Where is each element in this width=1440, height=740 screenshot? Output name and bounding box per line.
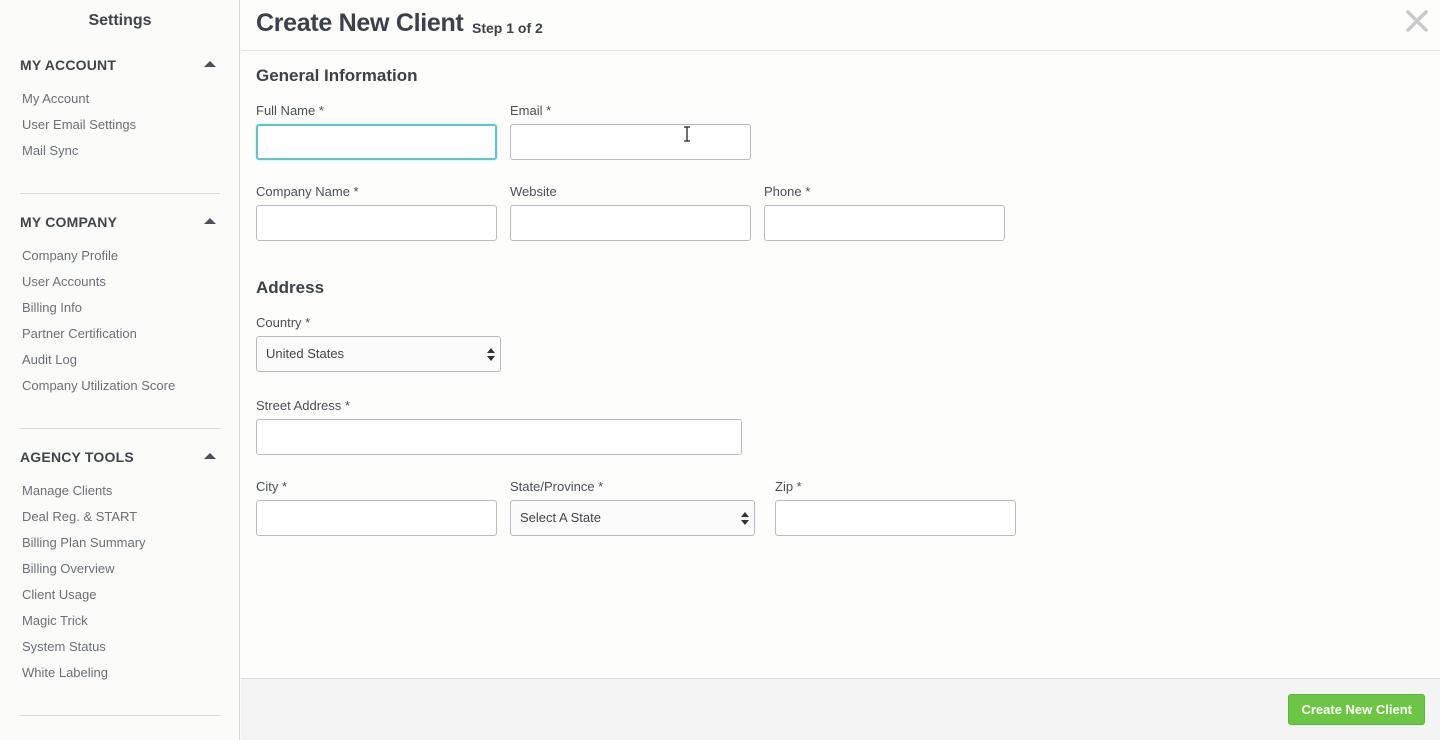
- section-label: AGENCY TOOLS: [20, 449, 134, 465]
- zip-label: Zip *: [775, 479, 802, 494]
- sidebar-item-billing-info[interactable]: Billing Info: [22, 300, 82, 315]
- close-button[interactable]: [1402, 6, 1432, 36]
- sidebar-item-user-accounts[interactable]: User Accounts: [22, 274, 106, 289]
- sidebar-item-billing-overview[interactable]: Billing Overview: [22, 561, 115, 576]
- website-field: Website: [510, 183, 751, 241]
- street-address-field: Street Address *: [256, 397, 742, 455]
- state-select-value: Select A State: [520, 510, 601, 525]
- section-header-my-account[interactable]: MY ACCOUNT: [0, 57, 240, 77]
- step-indicator: Step 1 of 2: [472, 20, 543, 36]
- full-name-label: Full Name *: [256, 103, 324, 118]
- phone-label: Phone *: [764, 184, 811, 199]
- country-label: Country *: [256, 315, 311, 330]
- sidebar-item-company-utilization-score[interactable]: Company Utilization Score: [22, 378, 176, 393]
- collapse-caret-icon[interactable]: [204, 453, 216, 459]
- email-input[interactable]: [510, 124, 751, 160]
- settings-sidebar: Settings MY ACCOUNT My Account User Emai…: [0, 0, 240, 740]
- email-label: Email *: [510, 103, 552, 118]
- website-label: Website: [510, 184, 557, 199]
- city-input[interactable]: [256, 500, 497, 536]
- sidebar-item-user-email-settings[interactable]: User Email Settings: [22, 117, 137, 132]
- select-arrows-icon: [741, 512, 749, 526]
- select-arrows-icon: [487, 348, 495, 362]
- page-title: Create New Client: [256, 9, 464, 37]
- city-field: City *: [256, 478, 497, 536]
- city-label: City *: [256, 479, 288, 494]
- country-field: Country * United States: [256, 314, 501, 372]
- section-header-agency-tools[interactable]: AGENCY TOOLS: [0, 449, 240, 469]
- state-label: State/Province *: [510, 479, 604, 494]
- sidebar-divider: [20, 428, 220, 429]
- modal-footer: Create New Client: [241, 678, 1440, 740]
- sidebar-item-client-usage[interactable]: Client Usage: [22, 587, 97, 602]
- company-name-input[interactable]: [256, 205, 497, 241]
- modal-header: Create New Client Step 1 of 2: [241, 0, 1440, 51]
- sidebar-item-partner-certification[interactable]: Partner Certification: [22, 326, 137, 341]
- phone-input[interactable]: [764, 205, 1005, 241]
- sidebar-item-billing-plan-summary[interactable]: Billing Plan Summary: [22, 535, 146, 550]
- section-label: MY COMPANY: [20, 214, 118, 230]
- sidebar-title: Settings: [88, 12, 152, 29]
- text-cursor-icon: [682, 126, 692, 142]
- company-name-label: Company Name *: [256, 184, 359, 199]
- country-select[interactable]: United States: [256, 336, 501, 372]
- create-new-client-button[interactable]: Create New Client: [1288, 694, 1425, 725]
- sidebar-item-deal-reg-start[interactable]: Deal Reg. & START: [22, 509, 138, 524]
- phone-field: Phone *: [764, 183, 1005, 241]
- country-select-value: United States: [266, 346, 345, 361]
- street-address-label: Street Address *: [256, 398, 350, 413]
- full-name-field: Full Name *: [256, 102, 497, 160]
- close-icon[interactable]: [1402, 6, 1432, 36]
- section-agency-tools: AGENCY TOOLS Manage Clients Deal Reg. & …: [0, 449, 240, 686]
- section-header-my-company[interactable]: MY COMPANY: [0, 214, 240, 234]
- section-title-address: Address: [256, 278, 325, 297]
- sidebar-item-manage-clients[interactable]: Manage Clients: [22, 483, 113, 498]
- sidebar-item-magic-trick[interactable]: Magic Trick: [22, 613, 88, 628]
- state-field: State/Province * Select A State: [510, 478, 755, 536]
- sidebar-item-system-status[interactable]: System Status: [22, 639, 106, 654]
- street-address-input[interactable]: [256, 419, 742, 455]
- sidebar-item-mail-sync[interactable]: Mail Sync: [22, 143, 79, 158]
- state-select[interactable]: Select A State: [510, 500, 755, 536]
- sidebar-divider: [20, 193, 220, 194]
- section-label: MY ACCOUNT: [20, 57, 117, 73]
- section-my-account: MY ACCOUNT My Account User Email Setting…: [0, 57, 240, 164]
- email-field: Email *: [510, 102, 751, 160]
- sidebar-item-my-account[interactable]: My Account: [22, 91, 90, 106]
- website-input[interactable]: [510, 205, 751, 241]
- company-name-field: Company Name *: [256, 183, 497, 241]
- sidebar-item-audit-log[interactable]: Audit Log: [22, 352, 77, 367]
- zip-field: Zip *: [775, 478, 1016, 536]
- sidebar-divider: [20, 715, 220, 716]
- section-my-company: MY COMPANY Company Profile User Accounts…: [0, 214, 240, 399]
- full-name-input[interactable]: [256, 124, 497, 160]
- sidebar-item-white-labeling[interactable]: White Labeling: [22, 665, 108, 680]
- section-title-general-information: General Information: [256, 66, 418, 85]
- sidebar-item-company-profile[interactable]: Company Profile: [22, 248, 119, 263]
- collapse-caret-icon[interactable]: [204, 218, 216, 224]
- zip-input[interactable]: [775, 500, 1016, 536]
- create-client-modal: Create New Client Step 1 of 2 General In…: [241, 0, 1440, 740]
- collapse-caret-icon[interactable]: [204, 61, 216, 67]
